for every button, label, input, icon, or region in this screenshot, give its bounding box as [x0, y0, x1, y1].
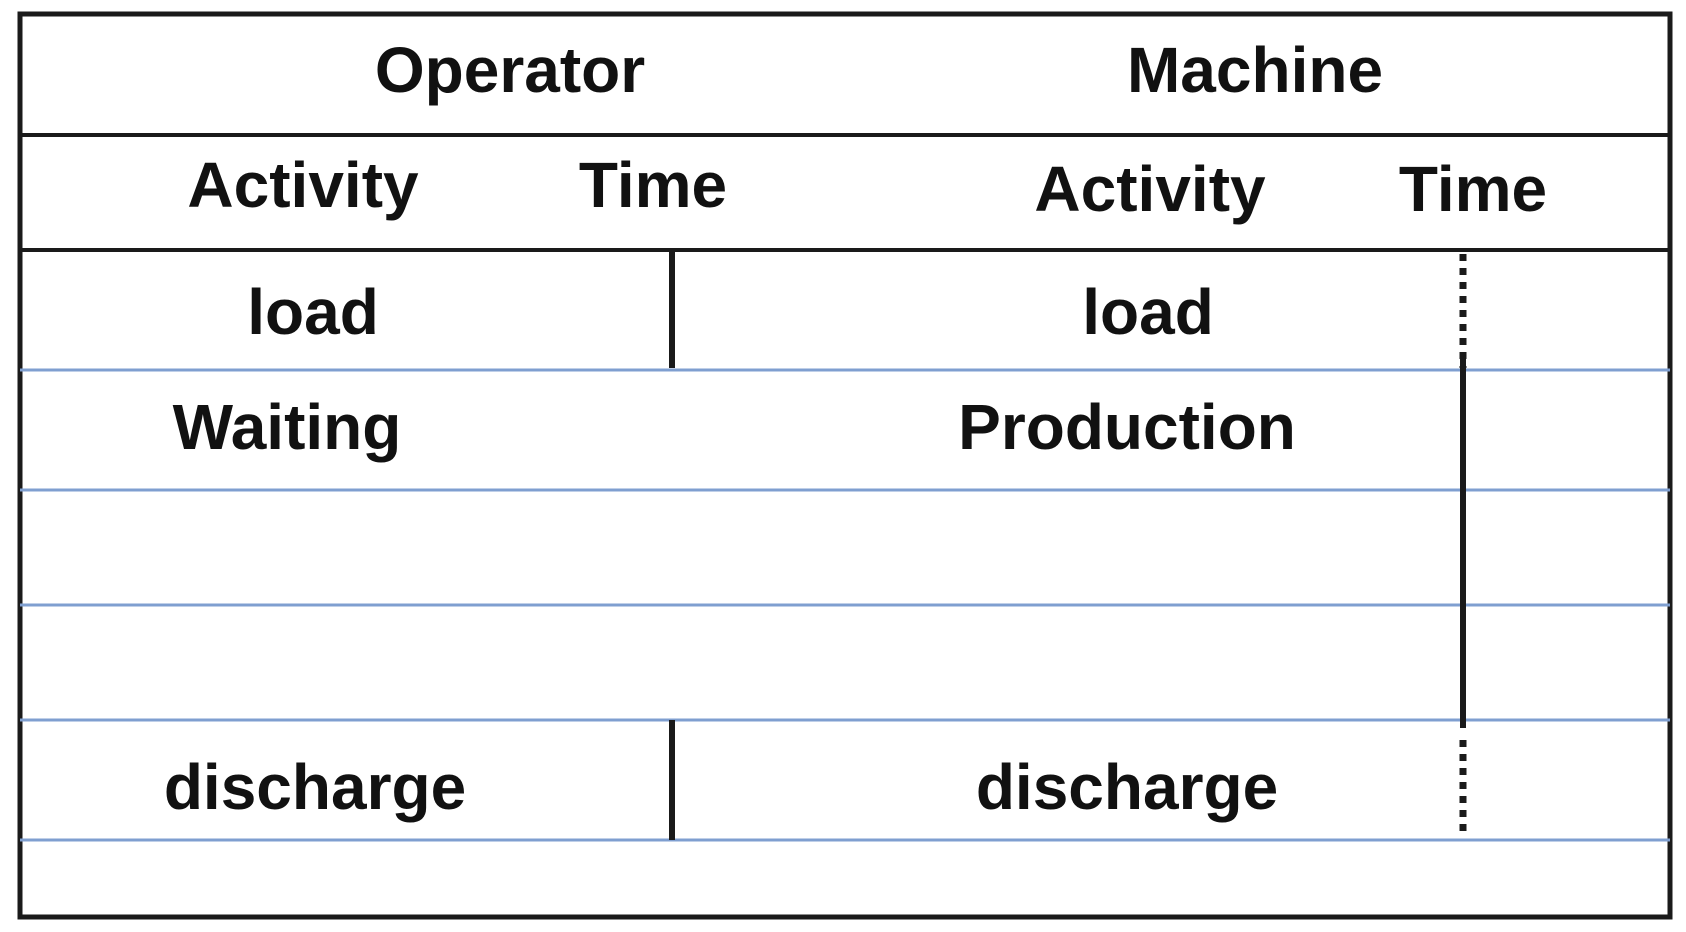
- operator-header: Operator: [374, 34, 646, 106]
- operator-time-header: Time: [578, 149, 728, 221]
- table-frame: [17, 11, 1673, 920]
- machine-header: Machine: [1126, 34, 1384, 106]
- machine-activity-header: Activity: [1034, 153, 1266, 225]
- operator-activity-cell: Waiting: [172, 391, 402, 463]
- operator-activity-cell: load: [247, 276, 379, 348]
- machine-activity-cell: discharge: [975, 751, 1279, 823]
- operator-activity-cell: discharge: [163, 751, 467, 823]
- operator-activity-header: Activity: [187, 149, 419, 221]
- machine-time-header: Time: [1398, 153, 1548, 225]
- machine-activity-cell: Production: [958, 391, 1296, 463]
- machine-activity-cell: load: [1082, 276, 1214, 348]
